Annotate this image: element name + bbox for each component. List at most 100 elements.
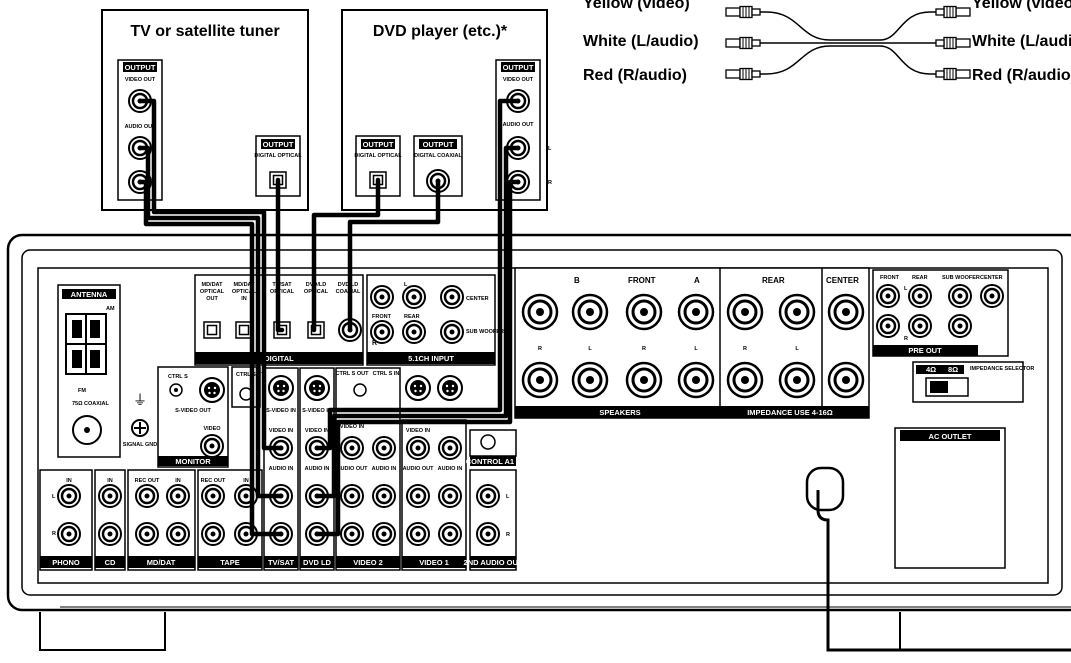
svg-text:AUDIO IN: AUDIO IN [305, 466, 330, 472]
legend-left-white: White (L/audio) [583, 33, 699, 50]
spk-b-r-pos [521, 293, 559, 331]
51-center-jack [439, 284, 465, 310]
dvd-title: DVD player (etc.)* [373, 23, 508, 40]
svg-text:SUB WOOFER: SUB WOOFER [466, 329, 504, 335]
section-phono: PHONO [52, 558, 80, 567]
svg-text:FRONT: FRONT [628, 276, 656, 285]
spk-rear-r-pos [726, 293, 764, 331]
cable-dvd-audio-l [314, 145, 521, 499]
svg-text:AUDIO OUT: AUDIO OUT [337, 466, 369, 472]
legend-right-red: Red (R/audio) [972, 67, 1071, 84]
svg-text:R: R [743, 346, 747, 352]
svg-text:SIGNAL GND: SIGNAL GND [123, 442, 157, 448]
legend-right-yellow: Yellow (video) [972, 0, 1071, 12]
monitor-bar: MONITOR [175, 457, 211, 466]
svg-text:CTRL S: CTRL S [168, 374, 188, 380]
monitor-svideo-out [199, 377, 225, 403]
cable-tv-audio-r [137, 179, 284, 537]
svg-text:OPTICAL: OPTICAL [270, 289, 295, 295]
svg-text:VIDEO: VIDEO [203, 426, 221, 432]
section-video1: VIDEO 1 [419, 558, 449, 567]
ac-outlet: AC OUTLET [805, 427, 1071, 652]
svg-text:AUDIO IN: AUDIO IN [438, 466, 463, 472]
legend-left-red: Red (R/audio) [583, 67, 687, 84]
dvd-svideo-in [304, 375, 330, 401]
spk-rear-r-neg [726, 361, 764, 399]
svg-text:IN: IN [243, 478, 249, 484]
control-a-label: CONTROL A1 II [466, 457, 521, 466]
svg-text:L: L [694, 346, 698, 352]
51-sub-jack [439, 319, 465, 345]
pre-front-l [875, 283, 901, 309]
svg-text:IN: IN [107, 478, 113, 484]
tvsat-svideo-in [268, 375, 294, 401]
monitor-video-out [199, 433, 225, 459]
cable-dvd-optical [311, 177, 381, 333]
svg-text:AUDIO IN: AUDIO IN [269, 466, 294, 472]
section-mddat: MD/DAT [147, 558, 176, 567]
section-2nd-audio-out: 2ND AUDIO OUT [464, 558, 523, 567]
svg-text:CTRL S OUT: CTRL S OUT [336, 371, 370, 377]
svg-text:OPTICAL: OPTICAL [200, 289, 225, 295]
cable-legend: Yellow (video) White (L/audio) Red (R/au… [583, 0, 1071, 84]
svg-text:⏚: ⏚ [133, 392, 147, 408]
svg-text:REAR: REAR [762, 276, 785, 285]
svg-text:CTRL S IN: CTRL S IN [373, 371, 400, 377]
svg-text:VIDEO IN: VIDEO IN [269, 428, 293, 434]
spk-b-l-pos [571, 293, 609, 331]
svg-text:IN: IN [66, 478, 72, 484]
pre-front-r [875, 313, 901, 339]
spk-b-r-neg [521, 361, 559, 399]
tv-audio-out-label: AUDIO OUT [125, 124, 157, 130]
section-cd: CD [105, 558, 116, 567]
svg-text:VIDEO IN: VIDEO IN [406, 428, 430, 434]
pre-out-section: PRE OUT FRONT REAR SUB WOOFER CENTER L R [872, 269, 1009, 357]
svg-text:OUTPUT: OUTPUT [423, 140, 454, 149]
cable-tv-audio-l [137, 145, 284, 499]
svg-text:FRONT: FRONT [372, 314, 392, 320]
mddat-optical-in-jack [235, 321, 253, 339]
tv-digital-optical-label: DIGITAL OPTICAL [254, 153, 302, 159]
svg-text:4Ω: 4Ω [926, 365, 936, 374]
svg-text:R: R [372, 340, 377, 347]
svg-text:REC OUT: REC OUT [201, 478, 226, 484]
legend-left-yellow: Yellow (video) [583, 0, 690, 12]
svg-text:OPTICAL: OPTICAL [232, 289, 257, 295]
pre-center [979, 283, 1005, 309]
speakers-impedance: IMPEDANCE USE 4-16Ω [747, 408, 833, 417]
section-tape: TAPE [220, 558, 239, 567]
svg-text:SUB WOOFER: SUB WOOFER [942, 275, 980, 281]
svg-text:CENTER: CENTER [826, 276, 859, 285]
source-inputs: IN IN REC OUT IN REC OUT IN L R S-VIDEO … [39, 367, 523, 571]
svg-text:TV/SAT: TV/SAT [272, 282, 292, 288]
svg-text:CENTER: CENTER [980, 275, 1003, 281]
dvd-video-out-label: VIDEO OUT [503, 77, 534, 83]
svg-text:VIDEO IN: VIDEO IN [305, 428, 329, 434]
svg-text:MD/DAT: MD/DAT [202, 282, 224, 288]
svg-text:REAR: REAR [404, 314, 420, 320]
impedance-selector: 4Ω 8Ω IMPEDANCE SELECTOR [912, 361, 1034, 403]
svg-text:OPTICAL: OPTICAL [304, 289, 329, 295]
51-front-l-jack [369, 284, 395, 310]
svg-text:L: L [548, 146, 552, 152]
svg-text:L: L [588, 346, 592, 352]
cable-tv-optical [275, 177, 285, 333]
input-51-bar: 5.1CH INPUT [408, 354, 454, 363]
svg-text:FM: FM [78, 388, 86, 394]
svg-text:IN: IN [241, 296, 247, 302]
51-rear-l-jack [401, 284, 427, 310]
svg-text:R: R [548, 180, 552, 186]
antenna-label: ANTENNA [71, 290, 108, 299]
pre-sub-2 [947, 313, 973, 339]
svg-text:OUT: OUT [206, 296, 218, 302]
svg-text:R: R [904, 336, 908, 342]
svg-text:OUTPUT: OUTPUT [363, 140, 394, 149]
cable-dvd-audio-r [314, 179, 521, 537]
51-rear-r-jack [401, 319, 427, 345]
ac-outlet-label: AC OUTLET [929, 432, 972, 441]
svg-text:REAR: REAR [912, 275, 928, 281]
mddat-optical-out-jack [203, 321, 221, 339]
dvd-optical-label: DIGITAL OPTICAL [354, 153, 402, 159]
cable-dvd-coaxial [347, 178, 441, 333]
